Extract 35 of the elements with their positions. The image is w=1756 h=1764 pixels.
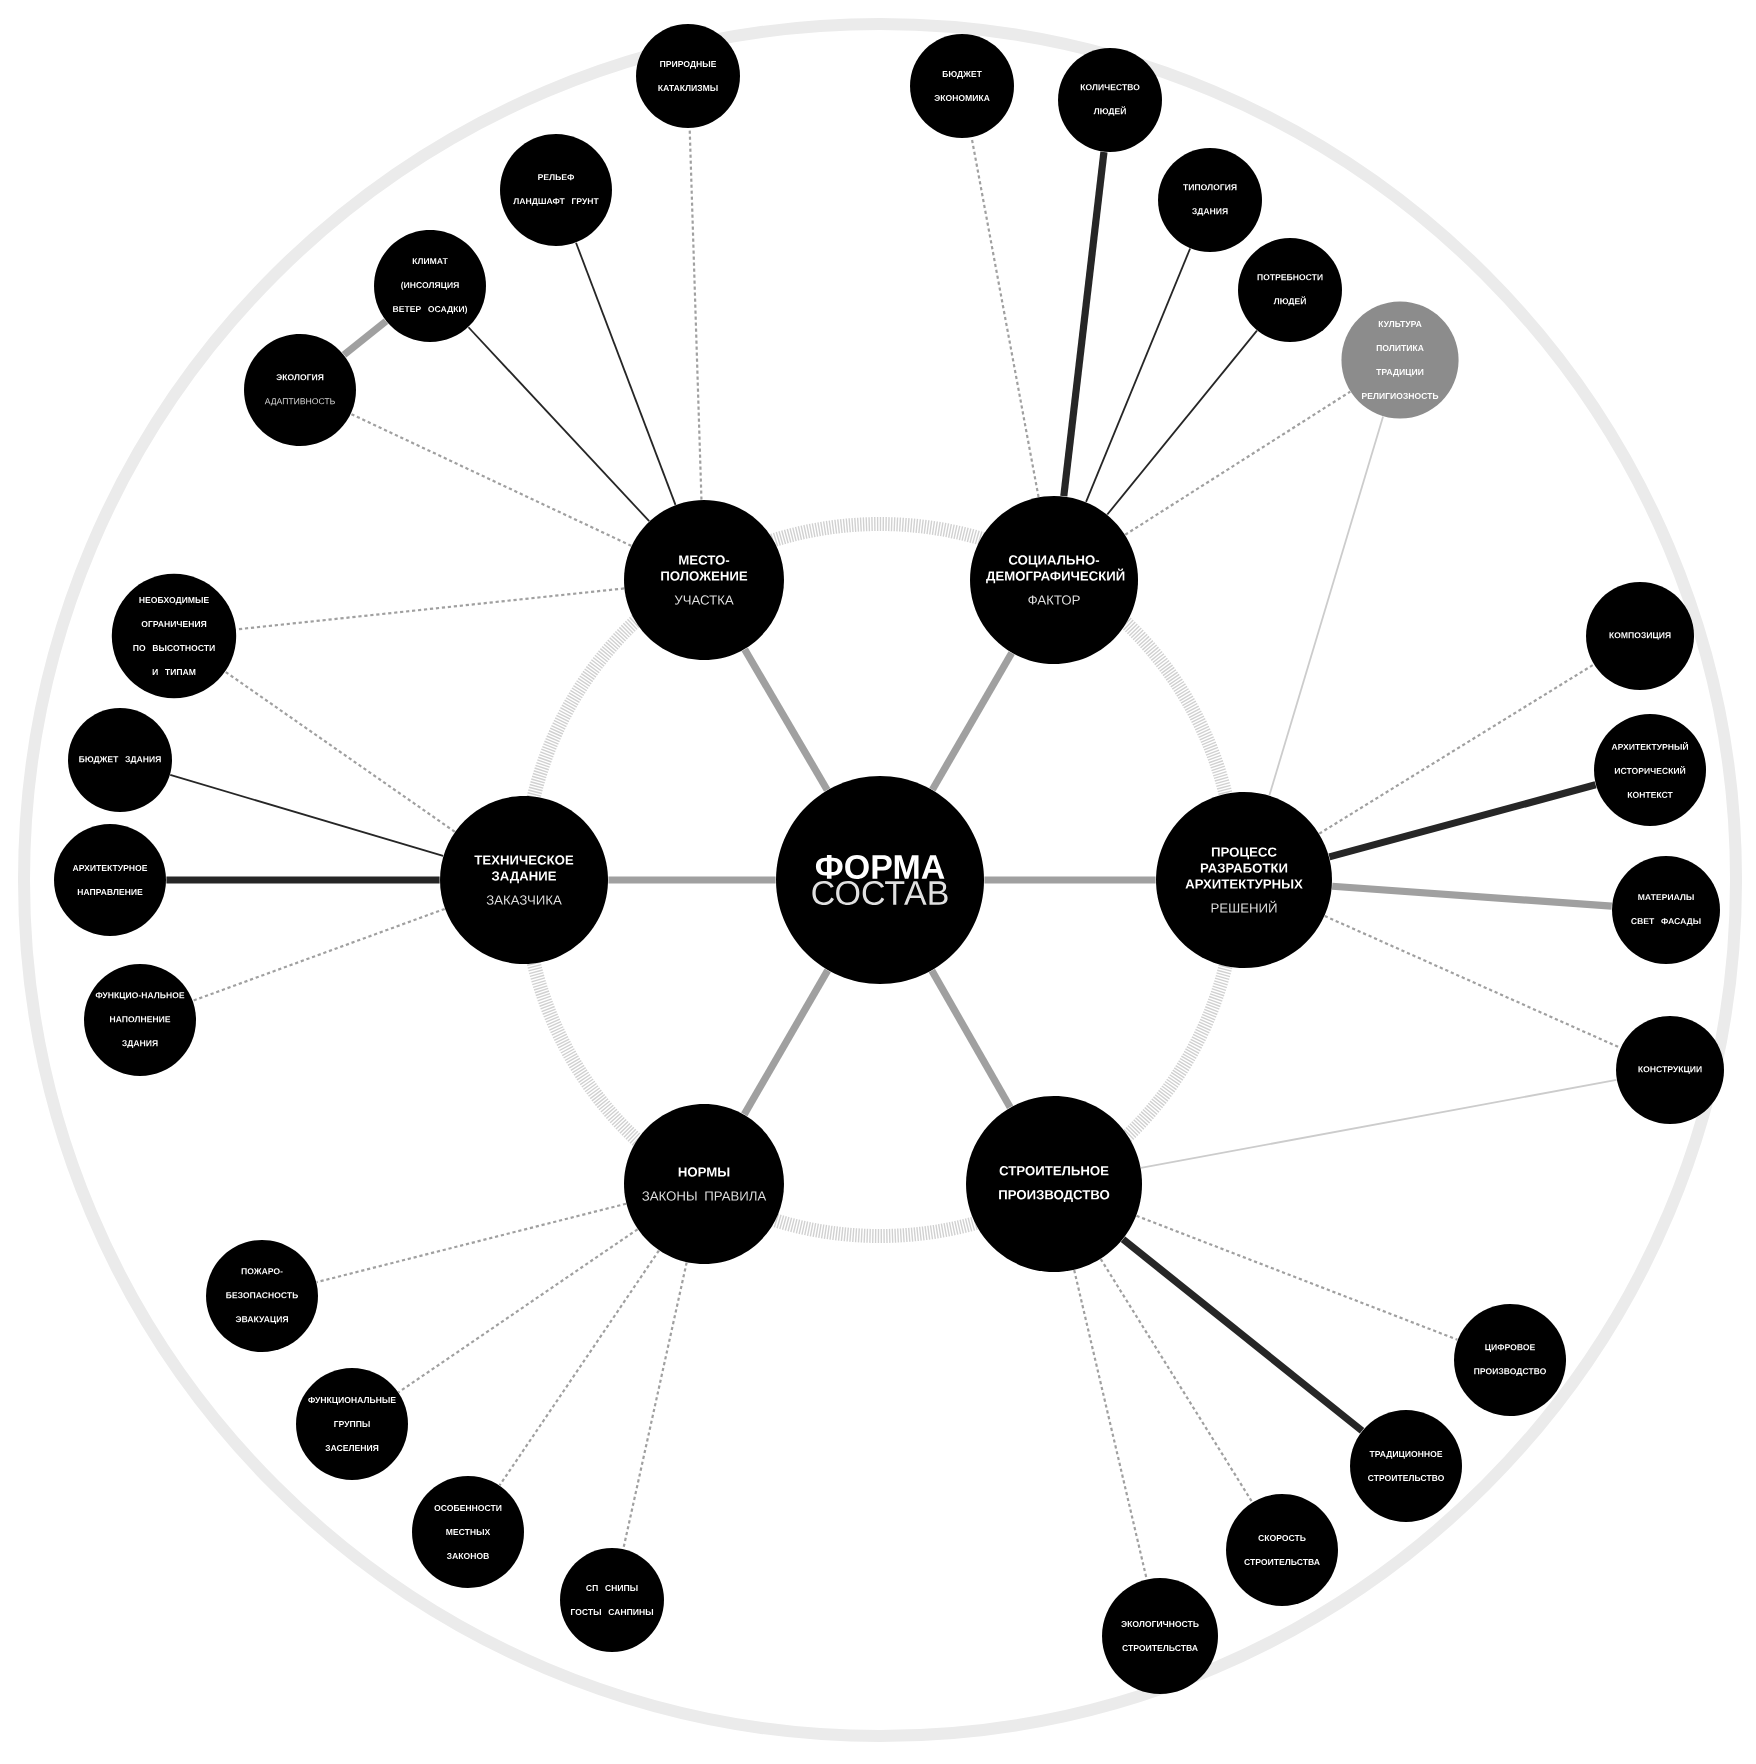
connector-line — [1328, 781, 1597, 861]
connector-line — [928, 968, 1014, 1110]
connector-line — [397, 1228, 639, 1394]
connector-line — [970, 137, 1040, 498]
connector-line — [1060, 151, 1108, 497]
connector-line — [224, 670, 456, 833]
connector-line — [1136, 1214, 1458, 1341]
connector-line — [1099, 1258, 1254, 1503]
connector-line — [741, 968, 831, 1117]
connector-line — [192, 907, 446, 1002]
connector-line — [1324, 915, 1621, 1049]
connector-line — [984, 876, 1156, 884]
connector-line — [467, 326, 651, 523]
connector-line — [236, 587, 625, 631]
connector-line — [1106, 329, 1258, 516]
connector-line — [498, 1249, 660, 1486]
connector-line — [1124, 390, 1351, 536]
connector-line — [622, 1262, 688, 1550]
connector-line — [1318, 663, 1595, 835]
connector-line — [1073, 1269, 1148, 1580]
connector-line — [169, 774, 444, 857]
connector-line — [1268, 415, 1384, 797]
connector-line — [1120, 1236, 1365, 1434]
connector-line — [341, 318, 389, 358]
connector-line — [608, 876, 776, 884]
connector-line — [929, 651, 1015, 792]
connector-line — [1140, 1079, 1618, 1169]
connector-line — [575, 241, 677, 506]
connector-line — [1085, 247, 1191, 503]
connector-line — [166, 876, 440, 884]
connector-line — [316, 1202, 627, 1284]
connector-line — [350, 413, 632, 547]
connector-line — [1331, 882, 1612, 910]
connector-line — [688, 128, 703, 500]
connector-line — [741, 647, 831, 792]
